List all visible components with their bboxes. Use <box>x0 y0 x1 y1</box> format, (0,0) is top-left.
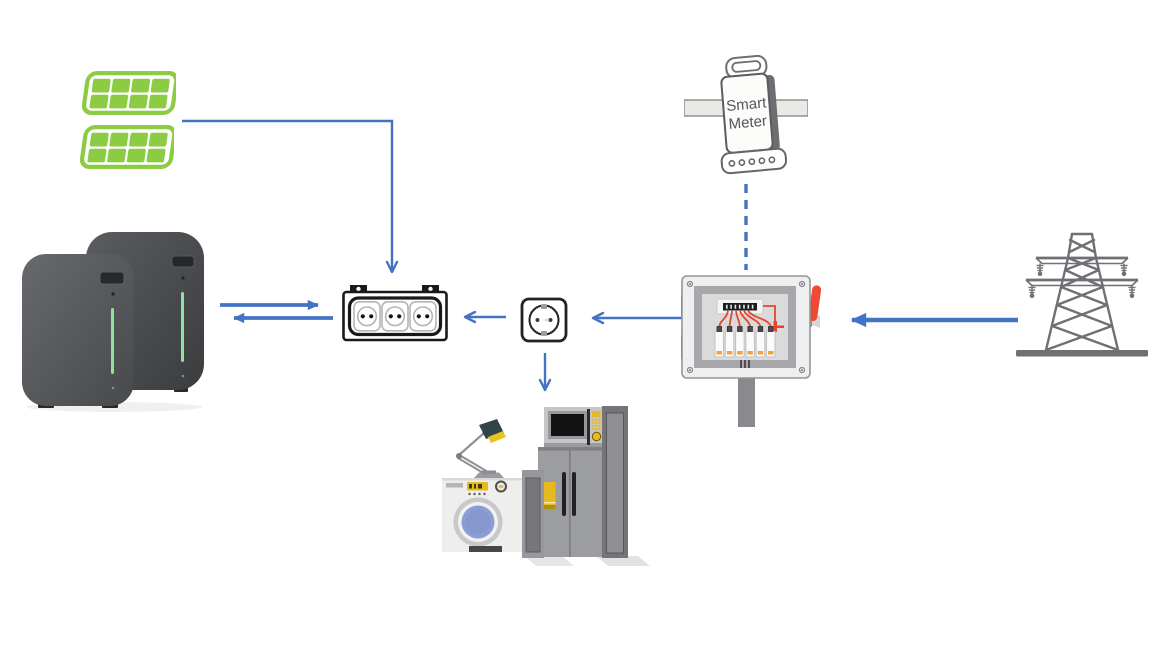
smart-meter-label-line1: Smart <box>726 94 768 115</box>
microwave-icon <box>544 407 602 447</box>
arrow-solar-to-strip <box>182 119 399 274</box>
distribution-box-icon <box>681 275 821 445</box>
power-strip-icon <box>342 283 448 343</box>
smart-meter-label-line2: Meter <box>728 113 768 133</box>
solar-panel-icon <box>70 70 176 116</box>
wall-socket-icon <box>520 297 568 343</box>
battery-storage-icon <box>14 220 204 412</box>
appliances-icon <box>438 398 658 568</box>
solar-panel-icon-2 <box>68 124 174 170</box>
fridge-shadow <box>596 556 650 566</box>
washing-machine-icon <box>442 470 544 558</box>
desk-lamp-icon <box>456 419 506 478</box>
transmission-tower-icon <box>1012 228 1152 360</box>
smart-meter-icon: Smart Meter <box>684 54 808 182</box>
